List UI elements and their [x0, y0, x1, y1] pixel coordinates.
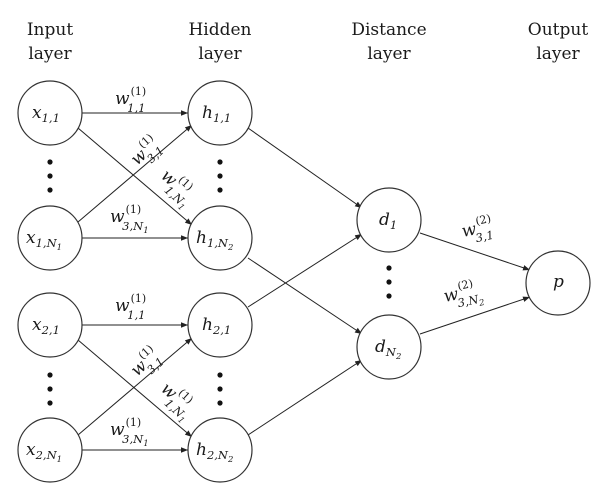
node-x2N1: x2,N1 — [17, 417, 83, 483]
weight-label-w31-output: w(2)3,1 — [459, 212, 496, 248]
edge-d1-p — [419, 232, 531, 271]
node-h1N2-circle — [187, 205, 253, 271]
edge-dN2-p — [419, 296, 531, 335]
weight-label-w3N1-bottom: w(1)3,N1 — [110, 416, 149, 449]
ellipsis-input-1 — [47, 159, 53, 193]
node-h1N2: h1,N2 — [187, 205, 253, 271]
node-h11-label: h1,1 — [202, 103, 231, 125]
hidden-layer-header: Hidden layer — [188, 20, 251, 64]
weight-label-w31-top: w(1)3,1 — [124, 131, 167, 174]
node-h11: h1,1 — [187, 80, 253, 146]
edge-x1N1-h11 — [77, 124, 193, 223]
output-layer-subtitle: layer — [536, 44, 580, 64]
node-h11-circle — [187, 80, 253, 146]
weight-label-w11-bottom: w(1)1,1 — [115, 292, 146, 322]
weight-label-w3N1-top: w(1)3,N1 — [110, 203, 149, 236]
node-x21-label: x2,1 — [32, 315, 60, 337]
edge-x2N1-h21 — [77, 337, 193, 436]
node-d1: d1 — [356, 187, 422, 253]
weight-label-w31-bottom: w(1)3,1 — [124, 342, 167, 385]
output-layer-header: Output layer — [528, 20, 589, 64]
distance-layer-title: Distance — [351, 20, 426, 40]
node-d1-circle — [356, 187, 422, 253]
node-x11: x1,1 — [17, 80, 83, 146]
hidden-layer-subtitle: layer — [198, 44, 242, 64]
ellipsis-distance — [386, 265, 392, 299]
edge-h11-d1 — [247, 127, 363, 209]
node-x1N1-circle — [17, 205, 83, 271]
node-h1N2-label: h1,N2 — [196, 228, 233, 253]
input-layer-subtitle: layer — [28, 44, 72, 64]
node-p-label: p — [553, 272, 564, 292]
distance-layer-header: Distance layer — [351, 20, 426, 64]
hidden-layer-title: Hidden — [188, 20, 251, 40]
node-h2N2-circle — [187, 417, 253, 483]
output-layer-title: Output — [528, 20, 589, 40]
node-dN2-label: dN2 — [375, 337, 401, 362]
node-x2N1-label: x2,N1 — [26, 440, 62, 465]
node-h21: h2,1 — [187, 292, 253, 358]
ellipsis-hidden-1 — [217, 159, 223, 193]
edge-x21-h2N2 — [77, 339, 193, 438]
node-p: p — [525, 250, 591, 316]
weight-label-w11-top: w(1)1,1 — [115, 85, 146, 115]
weight-label-w1N1-top: w(1)1,N1 — [151, 163, 202, 213]
node-x11-circle — [17, 80, 83, 146]
node-dN2-circle — [356, 314, 422, 380]
ellipsis-input-2 — [47, 372, 53, 406]
input-layer-header: Input layer — [27, 20, 73, 64]
weight-label-w3N2-output: w(2)3,N2 — [441, 275, 486, 315]
node-dN2: dN2 — [356, 314, 422, 380]
node-x1N1-label: x1,N1 — [26, 228, 62, 253]
input-layer-title: Input — [27, 20, 73, 40]
edge-h1N2-dN2 — [247, 257, 363, 335]
node-h21-circle — [187, 292, 253, 358]
ellipsis-hidden-2 — [217, 372, 223, 406]
node-d1-label: d1 — [379, 210, 397, 232]
edge-h21-d1 — [247, 233, 363, 308]
weight-label-w1N1-bottom: w(1)1,N1 — [151, 376, 202, 426]
node-h2N2: h2,N2 — [187, 417, 253, 483]
edge-h2N2-dN2 — [247, 359, 363, 436]
node-x1N1: x1,N1 — [17, 205, 83, 271]
node-x11-label: x1,1 — [32, 103, 60, 125]
distance-layer-subtitle: layer — [367, 44, 411, 64]
node-h2N2-label: h2,N2 — [196, 440, 233, 465]
node-x21: x2,1 — [17, 292, 83, 358]
node-p-circle — [525, 250, 591, 316]
node-x21-circle — [17, 292, 83, 358]
edge-x11-h1N2 — [77, 127, 193, 226]
node-x2N1-circle — [17, 417, 83, 483]
node-h21-label: h2,1 — [202, 315, 231, 337]
